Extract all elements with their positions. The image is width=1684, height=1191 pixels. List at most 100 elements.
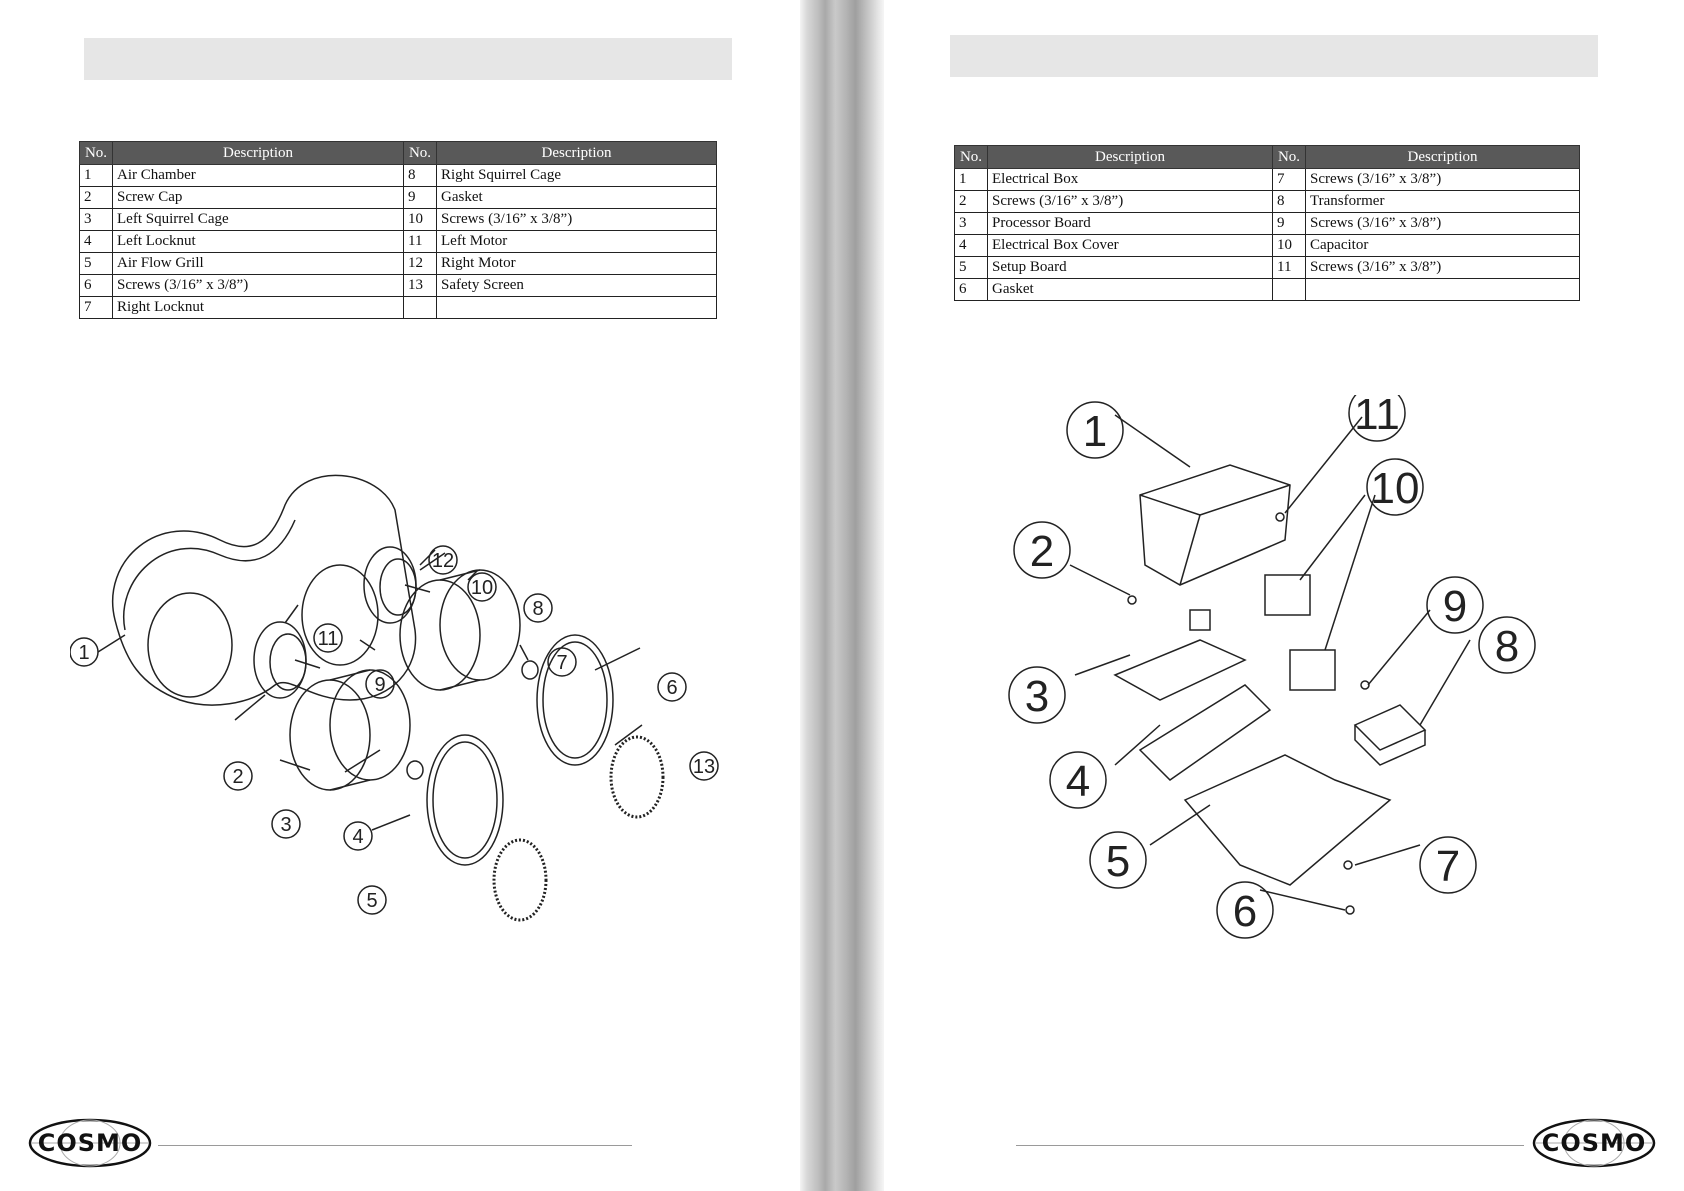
- left-opening: [147, 592, 233, 698]
- svg-text:8: 8: [532, 598, 543, 620]
- part-description: Gasket: [436, 186, 717, 209]
- part-description: Electrical Box: [987, 168, 1273, 191]
- part-number: [1272, 278, 1306, 301]
- part-number: 2: [79, 186, 113, 209]
- footer-rule-right: [1016, 1145, 1524, 1146]
- callout-4: 4: [343, 821, 373, 851]
- left-locknut-shape: [406, 760, 424, 780]
- svg-text:9: 9: [374, 674, 385, 696]
- svg-text:4: 4: [1066, 757, 1090, 806]
- globe-logo-icon: [28, 1118, 152, 1168]
- callout-2: 2: [223, 761, 253, 791]
- part-number: 2: [954, 190, 988, 213]
- gasket-shape: [1345, 905, 1355, 915]
- part-number: [403, 296, 437, 319]
- svg-text:10: 10: [1371, 464, 1420, 513]
- part-number: 4: [954, 234, 988, 257]
- callout-8: 8: [1478, 616, 1536, 674]
- air-flow-grill-right: [536, 634, 614, 766]
- right-squirrel-cage-shape: [399, 569, 521, 691]
- footer-rule-left: [158, 1145, 632, 1146]
- part-number: 10: [1272, 234, 1306, 257]
- air-chamber-edge: [123, 519, 296, 631]
- column-header: No.: [954, 145, 988, 169]
- setup-board-shape: [1183, 754, 1392, 886]
- callout-6: 6: [1216, 881, 1274, 939]
- svg-text:5: 5: [366, 890, 377, 912]
- callout-4: 4: [1049, 751, 1107, 809]
- part-description: Left Locknut: [112, 230, 404, 253]
- part-description: Screws (3/16” x 3/8”): [112, 274, 404, 297]
- part-description: Right Squirrel Cage: [436, 164, 717, 187]
- part-description: Capacitor: [1305, 234, 1580, 257]
- table-header-row: No. Description No. Description: [954, 145, 1580, 169]
- part-number: 11: [1272, 256, 1306, 279]
- part-number: 12: [403, 252, 437, 275]
- part-number: 9: [1272, 212, 1306, 235]
- svg-text:13: 13: [693, 756, 715, 778]
- column-header: No.: [403, 141, 437, 165]
- logo-text: COSMO: [37, 1129, 143, 1157]
- capacitor-2: [1289, 649, 1336, 691]
- part-description: Screws (3/16” x 3/8”): [436, 208, 717, 231]
- callout-7: 7: [1419, 836, 1477, 894]
- callout-2: 2: [1013, 521, 1071, 579]
- callout-5: 5: [1089, 831, 1147, 889]
- svg-text:11: 11: [318, 628, 339, 650]
- callout-3: 3: [1008, 666, 1066, 724]
- callout-8: 8: [523, 593, 553, 623]
- left-squirrel-cage-shape: [289, 669, 411, 791]
- svg-text:12: 12: [432, 550, 454, 572]
- part-description: Screw Cap: [112, 186, 404, 209]
- part-description: Transformer: [1305, 190, 1580, 213]
- part-number: 8: [403, 164, 437, 187]
- left-header-bar: [84, 38, 732, 80]
- callout-1: 1: [1066, 401, 1124, 459]
- svg-text:3: 3: [280, 814, 291, 836]
- right-header-bar: [950, 35, 1598, 77]
- svg-text:1: 1: [78, 642, 89, 664]
- callout-10: 10: [467, 572, 497, 602]
- part-description: Left Motor: [436, 230, 717, 253]
- processor-board-shape: [1113, 639, 1247, 701]
- part-description: [1305, 278, 1580, 301]
- table-header-row: No. Description No. Description: [79, 141, 717, 165]
- column-header: No.: [79, 141, 113, 165]
- part-number: 6: [954, 278, 988, 301]
- part-number: 3: [954, 212, 988, 235]
- blower-assembly-diagram: 1 2 3 4 5 6 7 8 9 10 11 12 13: [70, 474, 719, 922]
- part-description: [436, 296, 717, 319]
- callout-13: 13: [689, 751, 719, 781]
- svg-text:7: 7: [1436, 842, 1460, 891]
- part-number: 5: [79, 252, 113, 275]
- right-opening: [301, 564, 379, 666]
- logo-text: COSMO: [1541, 1129, 1647, 1157]
- safety-screen-right: [609, 735, 665, 819]
- svg-text:5: 5: [1106, 837, 1130, 886]
- callout-9: 9: [1426, 576, 1484, 634]
- column-header: Description: [112, 141, 404, 165]
- column-header: Description: [1305, 145, 1580, 169]
- svg-text:7: 7: [556, 652, 567, 674]
- part-number: 8: [1272, 190, 1306, 213]
- callout-11: 11: [313, 623, 343, 653]
- part-description: Electrical Box Cover: [987, 234, 1273, 257]
- part-number: 4: [79, 230, 113, 253]
- electrical-box-diagram: 1 2 3 4 5 6 7 8 9 10 11: [1008, 395, 1536, 939]
- part-description: Screws (3/16” x 3/8”): [1305, 256, 1580, 279]
- part-description: Screws (3/16” x 3/8”): [1305, 168, 1580, 191]
- part-number: 1: [954, 168, 988, 191]
- part-description: Processor Board: [987, 212, 1273, 235]
- svg-text:11: 11: [1354, 395, 1400, 439]
- column-header: Description: [436, 141, 717, 165]
- transformer-shape: [1353, 704, 1427, 751]
